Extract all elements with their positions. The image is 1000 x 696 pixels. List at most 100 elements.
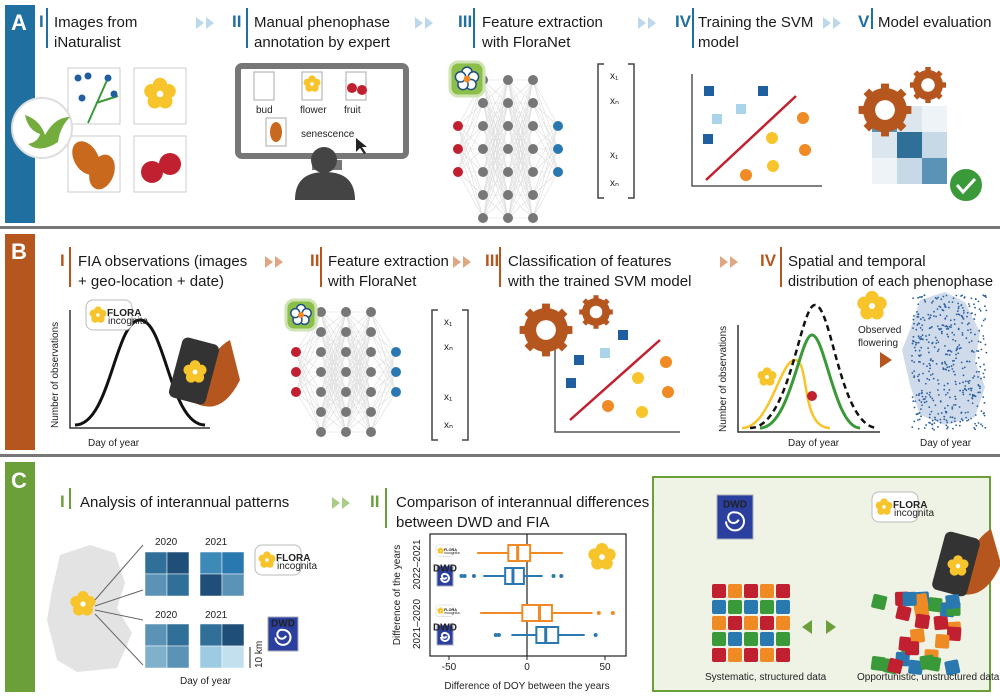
observation-dot xyxy=(965,337,968,340)
observation-dot xyxy=(949,416,952,419)
petal xyxy=(193,372,205,383)
data-square xyxy=(760,616,774,630)
neuron xyxy=(316,427,326,437)
data-square xyxy=(887,657,904,674)
flower-icon xyxy=(258,551,276,568)
observation-dot xyxy=(922,372,924,375)
observation-dot xyxy=(973,318,976,320)
leaf xyxy=(89,154,115,190)
observation-dot xyxy=(953,404,955,406)
neuron xyxy=(391,387,401,397)
observation-dot xyxy=(984,343,987,346)
grid-cell xyxy=(221,573,245,597)
neuron xyxy=(291,387,301,397)
vector-bracket xyxy=(431,309,469,441)
gear-icon xyxy=(519,303,573,357)
observation-dot xyxy=(911,372,914,374)
observation-dot xyxy=(915,413,918,416)
hyperplane xyxy=(569,339,661,421)
label-fruit: fruit xyxy=(344,105,361,116)
data-square xyxy=(946,626,962,642)
connection xyxy=(320,371,347,433)
map-label: Day of year xyxy=(920,438,972,449)
observation-dot xyxy=(973,303,975,306)
observation-dot xyxy=(945,294,948,297)
observation-dot xyxy=(980,410,983,413)
observation-dot xyxy=(958,424,961,427)
data-square xyxy=(776,632,790,646)
connection xyxy=(320,311,347,353)
connection xyxy=(320,311,347,413)
petal xyxy=(89,309,98,318)
vector-element: xₙ xyxy=(610,96,619,107)
observation-dot xyxy=(960,314,963,317)
connection xyxy=(370,351,397,373)
observation-dot xyxy=(945,325,948,327)
observation-dot xyxy=(958,347,961,350)
svg-text:A: A xyxy=(11,10,27,35)
data-square xyxy=(934,633,950,649)
observation-dot xyxy=(970,387,973,390)
observation-dot xyxy=(983,363,985,366)
flower-center xyxy=(882,505,886,509)
observation-dot xyxy=(937,382,940,385)
observation-dot xyxy=(924,382,927,385)
observation-dot xyxy=(945,315,948,318)
observation-dot xyxy=(951,368,954,370)
observation-dot xyxy=(951,416,954,419)
observation-dot xyxy=(961,332,964,334)
observation-dot xyxy=(943,388,946,391)
axes xyxy=(69,310,210,429)
neuron xyxy=(503,144,513,154)
step-title: with FloraNet xyxy=(327,273,417,290)
chevron-arrow-icon xyxy=(720,256,738,268)
neuron xyxy=(366,387,376,397)
observation-dot xyxy=(977,350,980,353)
observation-dot xyxy=(953,318,956,321)
neuron xyxy=(528,167,538,177)
observation-dot xyxy=(957,352,960,355)
y-axis-label: Number of observations xyxy=(50,322,61,428)
person-head xyxy=(311,147,337,173)
observation-dot xyxy=(935,342,938,345)
observation-dot xyxy=(936,350,939,353)
dwd-grid-2020 xyxy=(144,623,190,669)
data-square xyxy=(945,594,961,610)
data-square xyxy=(776,616,790,630)
observation-dot xyxy=(920,389,923,392)
observation-dot xyxy=(955,349,958,352)
observation-dot xyxy=(982,319,985,322)
class-a-point xyxy=(736,104,746,114)
person-body xyxy=(295,172,355,200)
observation-dot xyxy=(984,318,986,320)
observation-dot xyxy=(942,367,945,370)
bird-shape xyxy=(25,115,70,149)
flower-curve xyxy=(759,333,861,430)
svm-classification xyxy=(554,320,680,433)
center xyxy=(463,75,471,83)
gear-hole xyxy=(589,305,603,319)
observation-dot xyxy=(925,400,928,403)
grid-cell xyxy=(199,623,223,647)
image-tile-leaf xyxy=(67,135,121,193)
connection xyxy=(507,79,534,196)
observation-dot xyxy=(971,395,974,398)
outlier xyxy=(471,574,476,578)
observation-dot xyxy=(958,344,961,346)
observation-dot xyxy=(946,382,949,385)
outlier xyxy=(462,574,467,578)
image-tile-bud xyxy=(67,67,121,125)
observation-dot xyxy=(921,324,924,327)
class-a-point xyxy=(703,134,713,144)
petal xyxy=(144,84,159,99)
compare-arrows-icon xyxy=(802,620,836,634)
petal xyxy=(81,604,93,616)
petal xyxy=(947,559,958,569)
